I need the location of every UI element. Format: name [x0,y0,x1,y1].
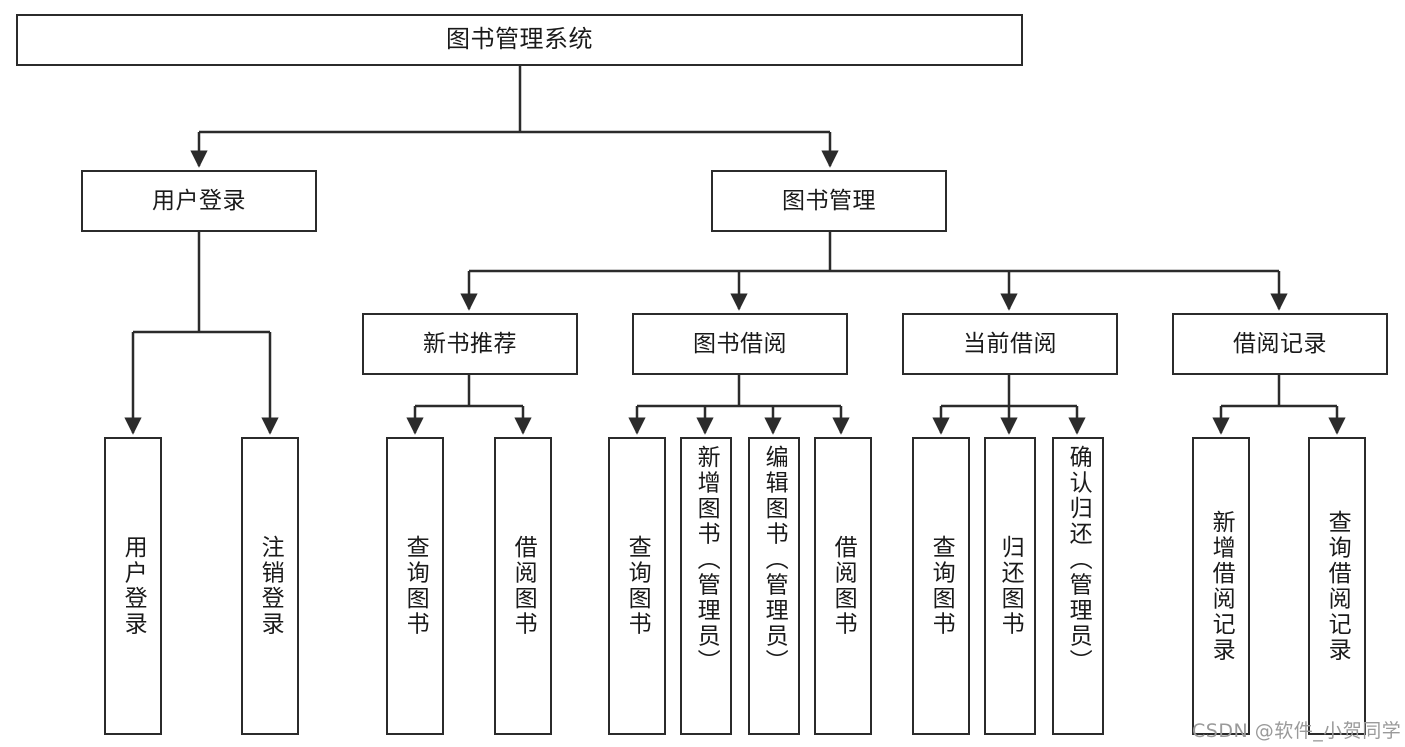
node-label: 查询图书 [402,535,429,637]
node-new-book-recommend[interactable]: 新书推荐 [362,313,578,375]
node-label: 用户登录 [120,535,147,637]
leaf-confirm-return-admin[interactable]: 确认归还（管理员） [1052,437,1104,735]
leaf-query-book-current[interactable]: 查询图书 [912,437,970,735]
leaf-query-book-recommend[interactable]: 查询图书 [386,437,444,735]
node-book-manage[interactable]: 图书管理 [711,170,947,232]
node-label: 借阅记录 [1233,330,1327,357]
leaf-return-book[interactable]: 归还图书 [984,437,1036,735]
leaf-add-borrow-record[interactable]: 新增借阅记录 [1192,437,1250,735]
node-label: 借阅图书 [510,535,537,637]
node-label: 确认归还（管理员） [1065,445,1092,675]
leaf-borrow-book-borrow[interactable]: 借阅图书 [814,437,872,735]
node-label: 编辑图书（管理员） [761,445,788,675]
node-label: 归还图书 [997,535,1024,637]
leaf-query-borrow-record[interactable]: 查询借阅记录 [1308,437,1366,735]
leaf-query-book-borrow[interactable]: 查询图书 [608,437,666,735]
node-borrow-record[interactable]: 借阅记录 [1172,313,1388,375]
leaf-borrow-book-recommend[interactable]: 借阅图书 [494,437,552,735]
node-root-book-management-system[interactable]: 图书管理系统 [16,14,1023,66]
node-label: 新书推荐 [423,330,517,357]
leaf-user-login[interactable]: 用户登录 [104,437,162,735]
node-label: 借阅图书 [830,535,857,637]
leaf-edit-book-admin[interactable]: 编辑图书（管理员） [748,437,800,735]
node-label: 查询借阅记录 [1324,509,1351,663]
leaf-add-book-admin[interactable]: 新增图书（管理员） [680,437,732,735]
node-label: 用户登录 [152,187,246,214]
node-label: 注销登录 [257,535,284,637]
node-label: 图书管理系统 [446,25,593,54]
node-label: 图书借阅 [693,330,787,357]
node-label: 新增借阅记录 [1208,509,1235,663]
node-label: 图书管理 [782,187,876,214]
node-label: 新增图书（管理员） [693,445,720,675]
node-user-login[interactable]: 用户登录 [81,170,317,232]
node-current-borrow[interactable]: 当前借阅 [902,313,1118,375]
node-label: 查询图书 [624,535,651,637]
leaf-logout-login[interactable]: 注销登录 [241,437,299,735]
node-label: 当前借阅 [963,330,1057,357]
csdn-watermark: CSDN @软件_小贺同学 [1192,720,1402,742]
node-book-borrow[interactable]: 图书借阅 [632,313,848,375]
node-label: 查询图书 [928,535,955,637]
